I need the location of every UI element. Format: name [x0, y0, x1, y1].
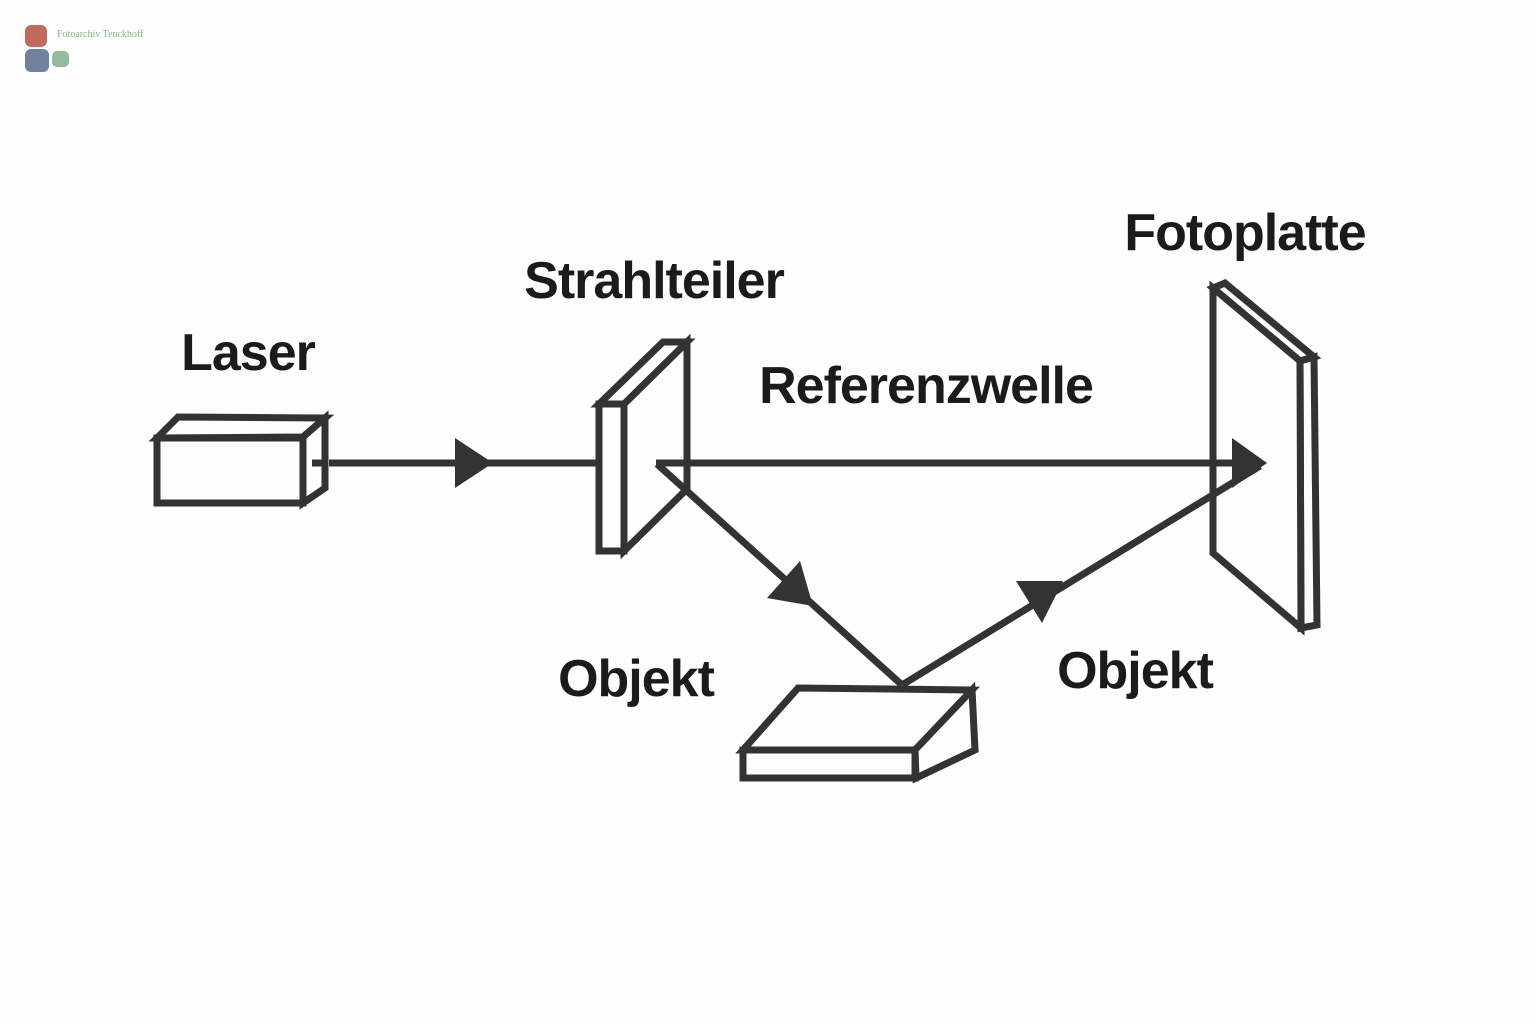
- watermark-logo: Fotoarchiv Tenckhoff: [25, 25, 225, 75]
- object-beam-down-arrowhead-icon: [767, 561, 813, 606]
- beam-splitter-label: Strahlteiler: [524, 252, 785, 310]
- object-wave-beam: [900, 463, 1262, 688]
- logo-red-square-icon: [25, 25, 47, 47]
- reference-wave-beam: [656, 438, 1267, 488]
- logo-green-square-icon: [52, 51, 69, 67]
- laser-box-front-face: [153, 434, 307, 507]
- object-label-right: Objekt: [1057, 642, 1214, 700]
- laser-beam-arrowhead-icon: [455, 438, 493, 488]
- object-beam-up-line: [900, 463, 1262, 688]
- laser-box-icon: [148, 410, 335, 510]
- object-beam-down-line: [654, 461, 905, 688]
- photo-plate-icon: [1206, 278, 1322, 636]
- beam-splitter-plate-icon: [590, 333, 696, 560]
- laser-label: Laser: [181, 324, 316, 382]
- laser-beam: [312, 438, 599, 488]
- object-slab-front-face: [739, 746, 919, 782]
- watermark-text: Fotoarchiv Tenckhoff: [57, 29, 144, 40]
- object-label-left: Objekt: [558, 650, 715, 708]
- reference-wave-label: Referenzwelle: [759, 357, 1094, 415]
- beam-splitter-front-face: [595, 400, 628, 555]
- object-beam-up-arrowhead-icon: [1016, 581, 1063, 623]
- photo-plate-label: Fotoplatte: [1124, 204, 1366, 262]
- logo-blue-square-icon: [25, 49, 49, 72]
- object-illumination-beam: [654, 461, 905, 688]
- object-slab-icon: [735, 681, 981, 784]
